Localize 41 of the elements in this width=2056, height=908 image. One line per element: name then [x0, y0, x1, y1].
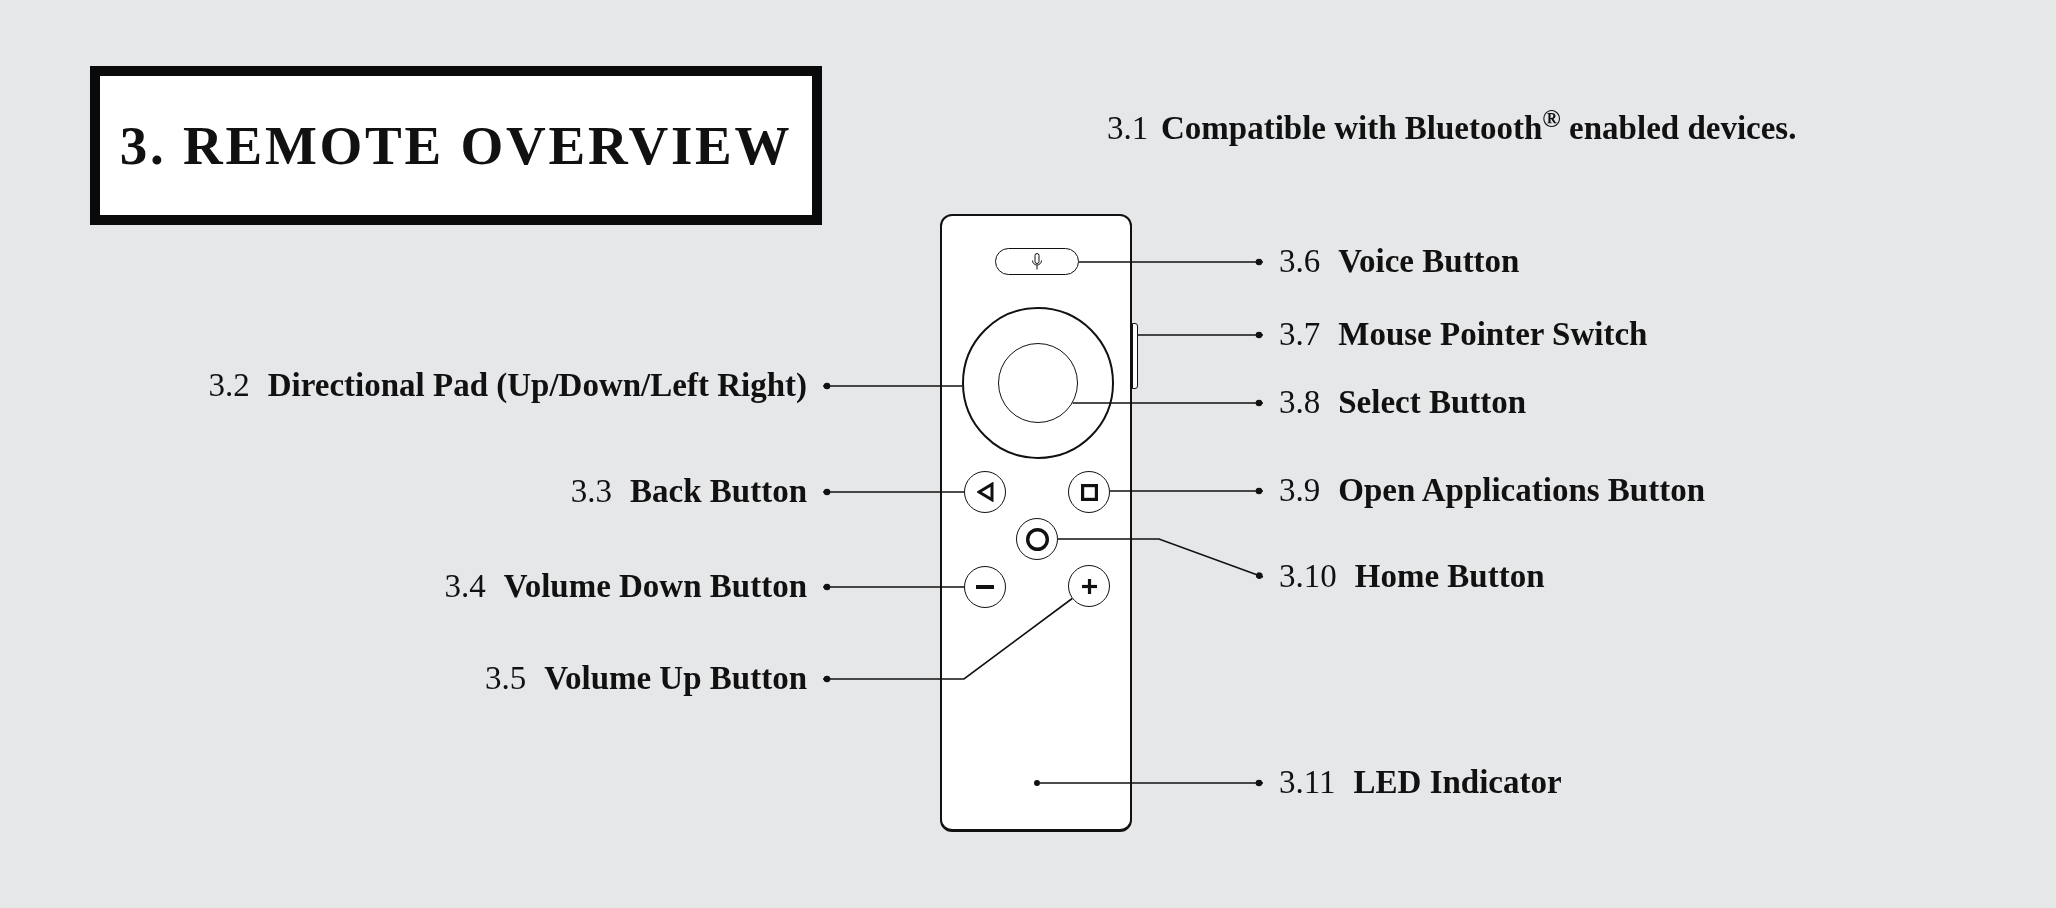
volume-down-button: [964, 566, 1006, 608]
leader-line: [1071, 399, 1264, 407]
volume-up-button: [1068, 565, 1110, 607]
leader-line: [1078, 258, 1264, 266]
leader-line: [822, 583, 965, 591]
part-label: Volume Down Button: [503, 567, 807, 607]
part-label: Mouse Pointer Switch: [1338, 315, 1648, 355]
callout-number: 3.8: [1279, 383, 1321, 423]
part-label: Voice Button: [1338, 242, 1520, 282]
part-label: Volume Up Button: [544, 659, 807, 699]
part-label: Back Button: [630, 472, 807, 512]
part-label: Select Button: [1338, 383, 1527, 423]
leader-line: [1137, 331, 1264, 339]
leader-line: [1109, 487, 1264, 495]
remote-body: [940, 214, 1132, 832]
part-label: LED Indicator: [1353, 763, 1562, 803]
home-button: [1016, 518, 1058, 560]
leader-line: [822, 597, 1073, 683]
leader-line: [822, 382, 963, 390]
callout-number: 3.2: [208, 366, 250, 406]
callout-number: 3.5: [484, 659, 527, 699]
leader-line: [1039, 779, 1264, 787]
note-text: Compatible with Bluetooth$^{®}$ enabled devices.: [1161, 109, 1797, 149]
callout-number: 3.11: [1279, 763, 1336, 803]
apps-button: [1068, 471, 1110, 513]
back-button: [964, 471, 1006, 513]
part-label: Home Button: [1354, 557, 1545, 597]
part-label: Directional Pad (Up/Down/Left Right): [267, 366, 807, 406]
leader-line: [1057, 538, 1264, 579]
voice-button: [995, 248, 1079, 275]
part-label: Open Applications Button: [1338, 471, 1706, 511]
callout-number: 3.3: [570, 472, 613, 512]
side-switch: [1132, 323, 1138, 389]
title: 3. REMOTE OVERVIEW: [119, 118, 793, 173]
callout-number: 3.10: [1279, 557, 1337, 597]
callout-number: 3.4: [444, 567, 486, 607]
callout-number: 3.9: [1279, 471, 1321, 511]
leader-line: [822, 488, 965, 496]
callout-number: 3.7: [1279, 315, 1321, 355]
callout-number: 3.1: [1107, 109, 1149, 149]
callout-number: 3.6: [1279, 242, 1321, 282]
